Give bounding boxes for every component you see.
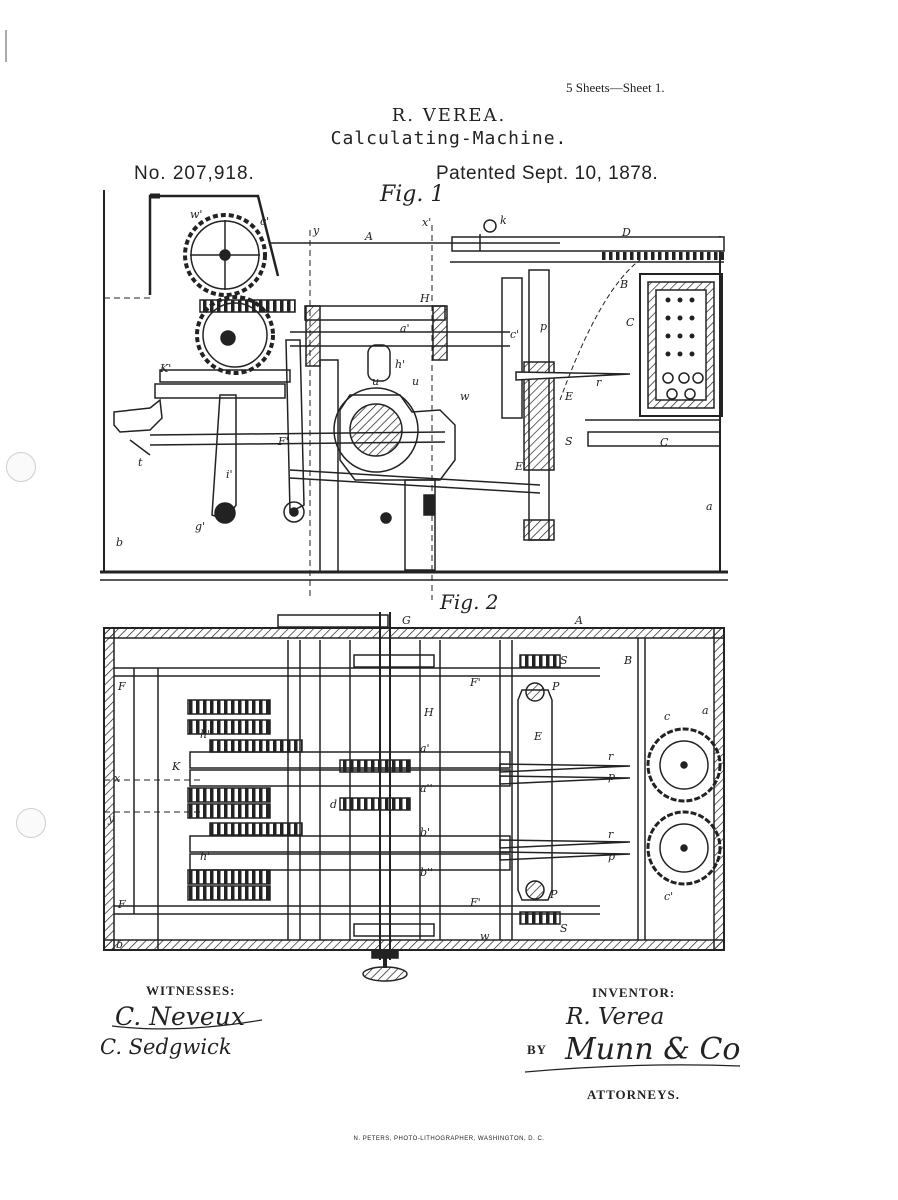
sheet-info: 5 Sheets—Sheet 1. bbox=[566, 80, 665, 95]
svg-text:u: u bbox=[412, 375, 419, 388]
fig2-label: Fig. 2 bbox=[440, 590, 499, 614]
svg-text:c': c' bbox=[260, 215, 269, 228]
punch-hole-lower bbox=[16, 808, 46, 838]
svg-text:b': b' bbox=[420, 826, 430, 839]
svg-text:H: H bbox=[423, 706, 434, 719]
svg-text:p: p bbox=[608, 850, 615, 863]
svg-text:a'': a'' bbox=[420, 782, 433, 795]
svg-text:g': g' bbox=[195, 520, 205, 533]
inventor-label: INVENTOR: bbox=[592, 985, 676, 1000]
svg-text:B: B bbox=[619, 278, 628, 291]
fig1-drawing bbox=[100, 190, 728, 600]
svg-text:S: S bbox=[560, 922, 568, 935]
svg-text:a: a bbox=[702, 704, 709, 717]
svg-text:C: C bbox=[626, 316, 635, 329]
attorneys-label: ATTORNEYS. bbox=[587, 1087, 680, 1102]
svg-text:x': x' bbox=[422, 216, 431, 229]
svg-text:G: G bbox=[402, 614, 411, 627]
svg-text:S: S bbox=[560, 654, 568, 667]
svg-text:w: w bbox=[480, 930, 490, 943]
svg-text:a': a' bbox=[420, 742, 430, 755]
svg-text:P: P bbox=[549, 888, 558, 901]
svg-text:F: F bbox=[117, 898, 126, 911]
svg-text:b: b bbox=[116, 938, 123, 951]
inventor-name-heading: R. VEREA. bbox=[391, 105, 507, 126]
attorney-flourish bbox=[524, 1064, 741, 1073]
svg-text:k: k bbox=[500, 214, 507, 227]
svg-text:r: r bbox=[608, 750, 614, 763]
svg-text:y: y bbox=[312, 224, 320, 237]
svg-text:r: r bbox=[608, 828, 614, 841]
svg-text:r: r bbox=[596, 376, 602, 389]
svg-text:x: x bbox=[114, 772, 121, 785]
printer-credit: N. PETERS, PHOTO-LITHOGRAPHER, WASHINGTO… bbox=[353, 1136, 545, 1142]
fig1-label: Fig. 1 bbox=[380, 182, 445, 207]
svg-text:p: p bbox=[540, 320, 547, 333]
svg-text:A: A bbox=[574, 614, 583, 627]
svg-text:C: C bbox=[660, 436, 669, 449]
svg-text:K: K bbox=[171, 760, 181, 773]
svg-text:a: a bbox=[706, 500, 713, 513]
svg-text:b: b bbox=[116, 536, 123, 549]
invention-title: Calculating-Machine. bbox=[330, 128, 568, 149]
svg-text:w: w bbox=[460, 390, 470, 403]
svg-text:w': w' bbox=[190, 208, 202, 221]
attorney-signature: Munn & Co bbox=[565, 1032, 741, 1067]
svg-text:B: B bbox=[623, 654, 632, 667]
svg-text:H: H bbox=[419, 292, 430, 305]
svg-text:i': i' bbox=[226, 468, 233, 481]
svg-text:c': c' bbox=[664, 890, 673, 903]
svg-text:t: t bbox=[138, 456, 143, 469]
svg-text:F': F' bbox=[469, 676, 481, 689]
witnesses-label: WITNESSES: bbox=[146, 983, 236, 998]
witness-1-flourish bbox=[111, 1019, 263, 1030]
svg-text:c: c bbox=[664, 710, 670, 723]
by-label: BY bbox=[527, 1042, 548, 1057]
svg-text:F: F bbox=[117, 680, 126, 693]
svg-text:F': F' bbox=[469, 896, 481, 909]
patent-number: No. 207,918. bbox=[134, 163, 255, 184]
patent-date: Patented Sept. 10, 1878. bbox=[436, 163, 659, 184]
svg-text:d: d bbox=[330, 798, 337, 811]
svg-text:A: A bbox=[364, 230, 373, 243]
svg-text:a': a' bbox=[400, 322, 410, 335]
svg-text:c': c' bbox=[510, 328, 519, 341]
inventor-signature: R. Verea bbox=[566, 1004, 665, 1030]
svg-text:S: S bbox=[565, 435, 573, 448]
svg-text:P: P bbox=[551, 680, 560, 693]
svg-text:p: p bbox=[608, 770, 615, 783]
svg-text:h': h' bbox=[395, 358, 405, 371]
svg-text:b'': b'' bbox=[420, 866, 433, 879]
fig2-drawing bbox=[103, 612, 725, 982]
svg-text:E: E bbox=[533, 730, 542, 743]
svg-text:E: E bbox=[564, 390, 573, 403]
svg-text:h': h' bbox=[200, 728, 210, 741]
svg-text:u: u bbox=[372, 375, 379, 388]
punch-hole-upper bbox=[6, 452, 36, 482]
svg-text:F': F' bbox=[277, 435, 289, 448]
svg-text:h': h' bbox=[200, 850, 210, 863]
svg-text:K': K' bbox=[159, 362, 171, 375]
witness-2-signature: C. Sedgwick bbox=[100, 1035, 232, 1059]
fig1-reference-letters: Ax' k D B C Ha' c' p rE S Ca E' wF' g' b t K' w' c'… bbox=[116, 208, 713, 549]
witness-1-signature: C. Neveux bbox=[115, 1002, 245, 1031]
svg-text:y: y bbox=[107, 812, 115, 825]
svg-text:D: D bbox=[621, 226, 631, 239]
svg-text:E': E' bbox=[514, 460, 526, 473]
